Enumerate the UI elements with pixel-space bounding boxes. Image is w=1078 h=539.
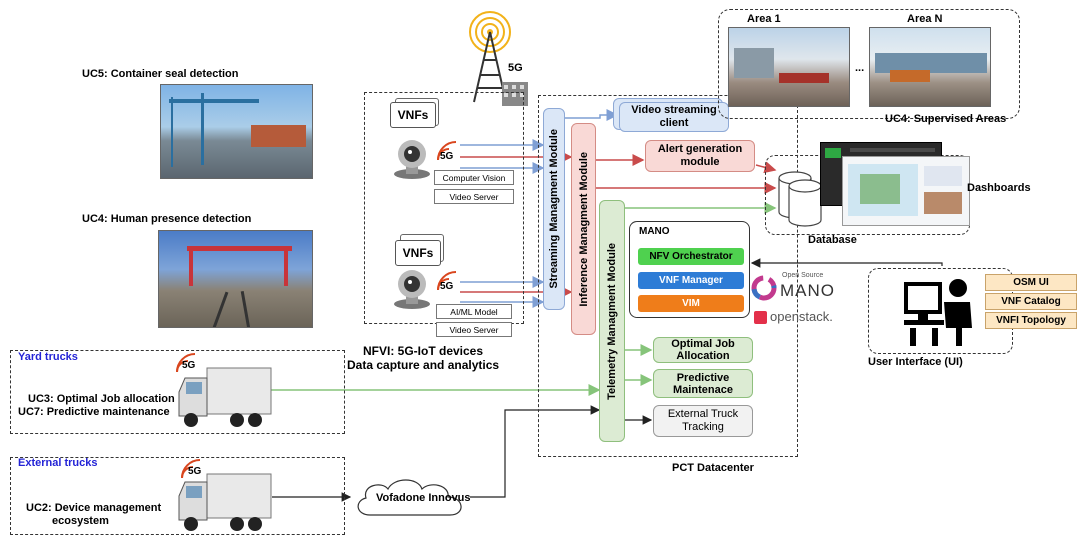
osm-small-text: Open Source	[782, 272, 824, 279]
osm-mano-logo: Open Source MANO	[750, 272, 840, 304]
area1-label: Area 1	[747, 13, 781, 25]
telemetry-module: Telemetry Managment Module	[599, 200, 625, 442]
streaming-module: Streaming Managment Module	[543, 108, 565, 310]
aiml-model-box: AI/ML Model	[436, 304, 512, 319]
user-workstation-icon	[900, 276, 978, 348]
5g-signal-icon	[175, 352, 203, 374]
pct-datacenter-label: PCT Datacenter	[672, 462, 754, 474]
vnf-title-bottom: VNFs	[395, 240, 441, 266]
vnf-title-top: VNFs	[390, 102, 436, 128]
video-client-line1: Video streaming	[631, 104, 717, 116]
yard-trucks-region	[10, 350, 345, 434]
video-streaming-client: Video streaming client	[619, 102, 729, 132]
alert-generation-module: Alert generation module	[645, 140, 755, 172]
ui-item-vnf-catalog[interactable]: VNF Catalog	[985, 293, 1077, 310]
nfv-orchestrator: NFV Orchestrator	[638, 248, 744, 265]
mano-title: MANO	[639, 226, 670, 237]
streaming-module-label: Streaming Managment Module	[548, 129, 560, 289]
ui-item-osm[interactable]: OSM UI	[985, 274, 1077, 291]
nfvi-subtitle: Data capture and analytics	[347, 358, 500, 372]
dashboard-screens-icon	[820, 142, 970, 226]
dashboards-label: Dashboards	[967, 182, 1031, 194]
nfvi-title: NFVI: 5G-IoT devices	[363, 344, 484, 358]
5g-signal-icon	[180, 458, 208, 480]
5g-signal-icon	[436, 140, 458, 162]
supervised-areas-region	[718, 9, 1020, 119]
openstack-logo: openstack.	[754, 309, 844, 327]
ui-item-vnfi-topology[interactable]: VNFI Topology	[985, 312, 1077, 329]
camera-icon	[392, 268, 432, 310]
predictive-line1: Predictive	[676, 371, 730, 384]
external-truck-icon	[177, 472, 272, 534]
uc2-label-line1: UC2: Device management	[26, 502, 162, 514]
vnf-bottom-5g: 5G	[440, 281, 454, 292]
pct-datacenter-region	[538, 95, 798, 457]
vnf-top-5g: 5G	[440, 151, 454, 162]
area-ellipsis: ...	[855, 62, 865, 74]
uc4-areas-label: UC4: Supervised Areas	[885, 113, 1007, 125]
external-line2: Tracking	[682, 421, 724, 433]
telemetry-module-label: Telemetry Managment Module	[606, 242, 618, 400]
5g-tower-icon	[466, 10, 534, 110]
openstack-icon	[754, 311, 767, 324]
database-icon	[775, 160, 825, 228]
tower-5g-label: 5G	[508, 62, 523, 74]
uc7-label: UC7: Predictive maintenance	[18, 406, 170, 418]
optimal-job-allocation: Optimal Job Allocation	[653, 337, 753, 363]
video-server-box-top: Video Server	[434, 189, 514, 204]
area1-photo	[728, 27, 850, 107]
openstack-text: openstack.	[770, 309, 833, 324]
external-5g: 5G	[188, 466, 202, 477]
osm-ring-icon	[751, 275, 777, 301]
vim: VIM	[638, 295, 744, 312]
video-server-box-bottom: Video Server	[436, 322, 512, 337]
inference-module-label: Inference Managment Module	[577, 151, 590, 307]
vnf-manager: VNF Manager	[638, 272, 744, 289]
predictive-maintenance: Predictive Maintenace	[653, 369, 753, 398]
uc3-label: UC3: Optimal Job allocation	[28, 393, 175, 405]
predictive-line2: Maintenace	[673, 383, 733, 396]
optimal-line2: Allocation	[676, 350, 730, 362]
inference-module: Inference Managment Module	[571, 123, 596, 335]
ui-region	[868, 268, 1013, 354]
vodafone-label: Vofadone Innovus	[376, 492, 471, 504]
vodafone-cloud-icon	[350, 475, 472, 523]
arean-photo	[869, 27, 991, 107]
arean-label: Area N	[907, 13, 943, 25]
video-client-line2: client	[659, 117, 689, 129]
yard-5g: 5G	[182, 360, 196, 371]
computer-vision-box: Computer Vision	[434, 170, 514, 185]
alert-line2: module	[680, 156, 720, 168]
yard-trucks-label: Yard trucks	[18, 351, 78, 363]
ui-items-list: OSM UI VNF Catalog VNFI Topology	[985, 274, 1077, 331]
container-seal-photo	[160, 84, 313, 179]
uc2-label-line2: ecosystem	[52, 515, 109, 527]
database-label: Database	[808, 234, 857, 246]
human-presence-photo	[158, 230, 313, 328]
yard-truck-icon	[177, 366, 272, 430]
uc5-label: UC5: Container seal detection	[82, 68, 239, 80]
mano-box: MANO NFV Orchestrator VNF Manager VIM	[629, 221, 750, 318]
ui-label: User Interface (UI)	[868, 356, 963, 368]
osm-big-text: MANO	[780, 281, 835, 300]
optimal-line1: Optimal Job	[671, 338, 735, 350]
external-trucks-label: External trucks	[18, 457, 98, 469]
5g-signal-icon	[436, 270, 458, 292]
external-truck-tracking: External Truck Tracking	[653, 405, 753, 437]
external-line1: External Truck	[667, 408, 739, 420]
alert-line1: Alert generation	[657, 143, 743, 155]
external-trucks-region	[10, 457, 345, 535]
uc4-human-label: UC4: Human presence detection	[82, 213, 252, 225]
camera-icon	[392, 138, 432, 180]
